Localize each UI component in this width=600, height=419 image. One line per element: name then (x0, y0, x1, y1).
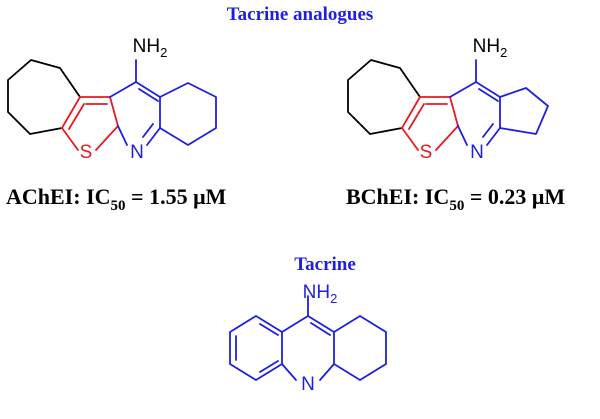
analogue-left-pyridine (109, 59, 217, 146)
activity-left-label: AChEI: IC50 = 1.55 μM (6, 184, 227, 214)
tacrine-cyclohexane-ring (333, 315, 387, 381)
tacrine-benzene-ring (229, 315, 283, 381)
analogue-right-nitrogen-label: N (470, 142, 484, 163)
tacrine-nitrogen-label: N (301, 374, 315, 395)
analogue-left-sulfur-label: S (80, 142, 93, 163)
analogue-left-cyclohexane (7, 59, 81, 135)
analogue-left-nitrogen-label: N (130, 142, 144, 163)
analogue-right-pyridine (449, 59, 549, 146)
tacrine-structure (229, 295, 387, 381)
analogue-left-structure: NH2 S N (7, 36, 217, 163)
analogue-right-amine-label: NH2 (473, 36, 508, 60)
tacrine-amine-label: NH2 (303, 282, 338, 306)
analogue-right-cyclohexane (347, 59, 421, 135)
activity-right-label: BChEI: IC50 = 0.23 μM (346, 184, 565, 214)
analogue-right-structure: NH2 S N (347, 36, 549, 163)
analogue-right-sulfur-label: S (420, 142, 433, 163)
analogue-left-amine-label: NH2 (133, 36, 168, 60)
analogues-heading: Tacrine analogues (227, 4, 374, 25)
analogue-left-thiophene (61, 96, 119, 151)
tacrine-heading: Tacrine (294, 254, 356, 275)
analogue-right-thiophene (401, 96, 459, 151)
